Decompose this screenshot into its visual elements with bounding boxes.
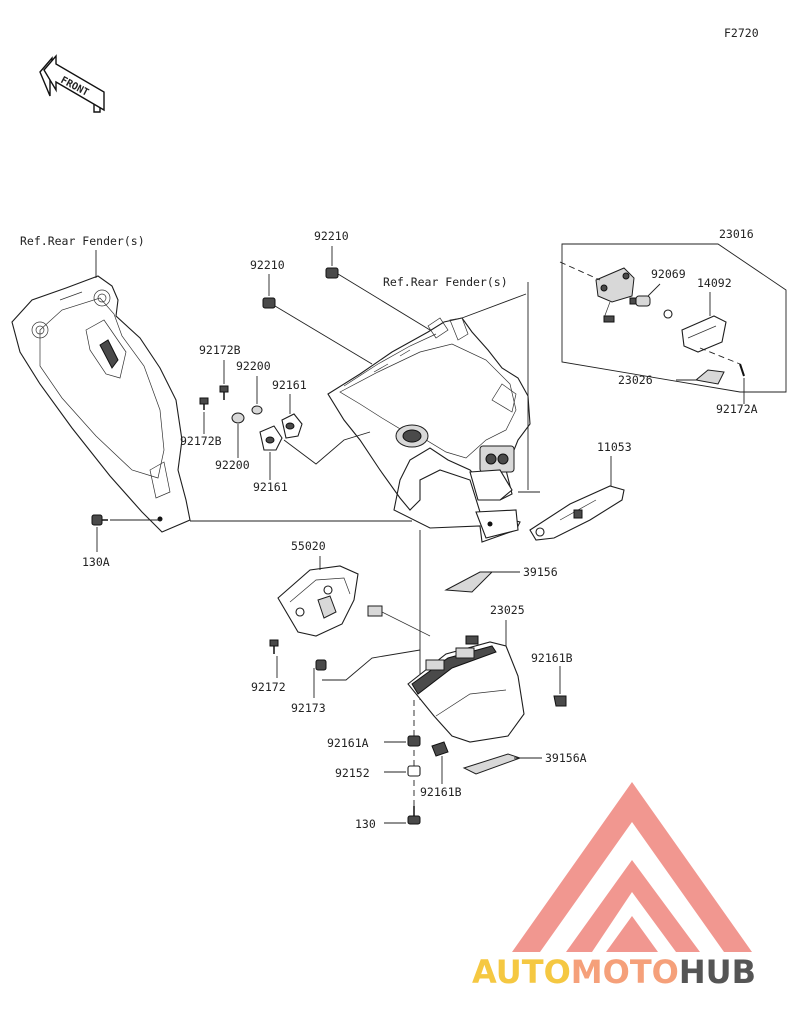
- ref-fender-left-label: Ref.Rear Fender(s): [20, 234, 145, 248]
- part-92161B-bot: 92161B: [420, 785, 462, 799]
- rear-fender-left: [11, 275, 191, 533]
- part-11053: 11053: [597, 440, 632, 454]
- part-92172: 92172: [251, 680, 286, 694]
- part-130A: 130A: [82, 555, 110, 569]
- bracket-55020: [277, 565, 359, 637]
- watermark-moto: MOTO: [571, 953, 679, 991]
- part-92210-top: 92210: [314, 229, 349, 243]
- watermark-hub: HUB: [679, 953, 756, 991]
- part-92210-left: 92210: [250, 258, 285, 272]
- part-92173: 92173: [291, 701, 326, 715]
- figure-code: F2720: [724, 26, 759, 40]
- part-92161-bot: 92161: [253, 480, 288, 494]
- rear-fender-main: [327, 317, 531, 543]
- part-92172B-top: 92172B: [199, 343, 241, 357]
- screw-92172B-bot: [199, 397, 209, 410]
- screw-92172: [269, 639, 279, 654]
- part-55020: 55020: [291, 539, 326, 553]
- part-23026: 23026: [618, 373, 653, 387]
- wire-harness: [367, 605, 431, 637]
- license-light-housing: [595, 267, 635, 323]
- washer-92200-top: [251, 405, 263, 415]
- bolt-130A: [91, 514, 108, 526]
- grommet-92161-top: [281, 413, 303, 439]
- watermark-auto: AUTO: [472, 953, 571, 991]
- parts-box-23016: [561, 243, 787, 393]
- ref-fender-right-label: Ref.Rear Fender(s): [383, 275, 508, 289]
- bracket-11053: [529, 485, 625, 541]
- part-39156A: 39156A: [545, 751, 587, 765]
- part-92152: 92152: [335, 766, 370, 780]
- bulb-socket: [663, 309, 673, 319]
- part-92161B-right: 92161B: [531, 651, 573, 665]
- collar-92152: [407, 765, 421, 777]
- part-92200-bot: 92200: [215, 458, 250, 472]
- clip-92210-left: [262, 297, 276, 309]
- screw-92172B-top: [219, 385, 229, 400]
- automotohub-logo-icon: [512, 782, 752, 952]
- clip-92210-top: [325, 267, 339, 279]
- part-92172B-bot: 92172B: [180, 434, 222, 448]
- grommet-92161B-bot: [431, 741, 449, 757]
- part-39156: 39156: [523, 565, 558, 579]
- part-23016: 23016: [719, 227, 754, 241]
- part-92172A: 92172A: [716, 402, 758, 416]
- gasket-23026: [694, 369, 725, 385]
- clip-92173: [315, 659, 327, 671]
- nut-92161A: [407, 735, 421, 747]
- front-arrow-icon: FRONT: [39, 54, 105, 113]
- part-92161A: 92161A: [327, 736, 369, 750]
- part-92069: 92069: [651, 267, 686, 281]
- part-130: 130: [355, 817, 376, 831]
- part-92161-top: 92161: [272, 378, 307, 392]
- bulb-92069: [629, 295, 651, 307]
- screw-92172A: [739, 363, 745, 377]
- part-23025: 23025: [490, 603, 525, 617]
- grommet-92161-bot: [259, 425, 283, 451]
- pad-39156A: [462, 753, 522, 775]
- pad-39156: [444, 571, 494, 593]
- washer-92200-bot: [231, 412, 245, 424]
- grommet-92161B-right: [553, 695, 567, 707]
- bolt-130: [407, 806, 421, 825]
- part-92200-top: 92200: [236, 359, 271, 373]
- taillight-23025: [407, 635, 525, 743]
- svg-text:AUTOMOTOHUB: AUTOMOTOHUB: [472, 953, 756, 991]
- part-14092: 14092: [697, 276, 732, 290]
- lens-14092: [681, 315, 727, 353]
